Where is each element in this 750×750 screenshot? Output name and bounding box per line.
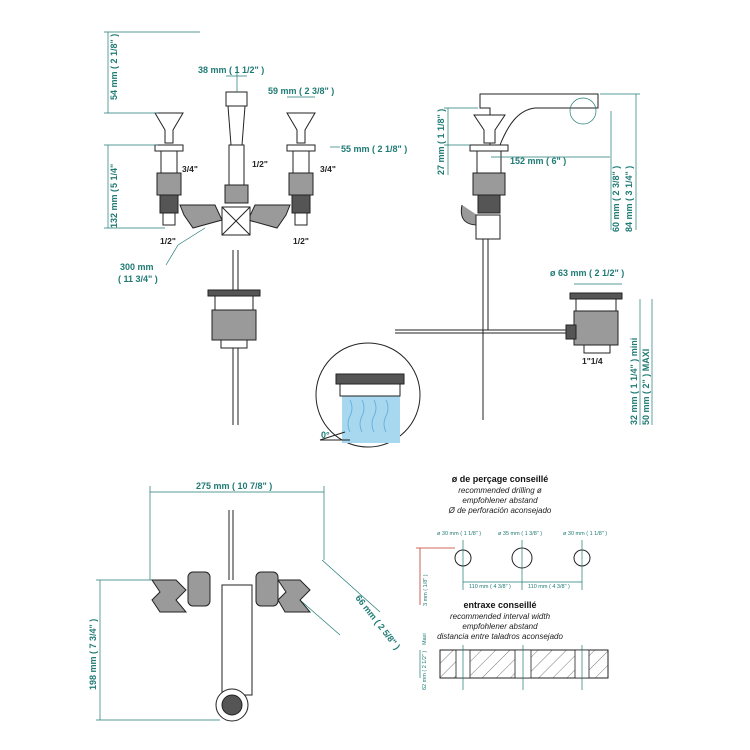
drilling-line-es: Ø de perforación aconsejado xyxy=(448,506,552,515)
interval-recommendation: entraxe conseillé recommended interval w… xyxy=(419,600,609,690)
front-left-valve-body xyxy=(156,172,182,196)
top-overall-depth-label: 198 mm ( 7 3/4" ) xyxy=(88,619,98,690)
front-body-height-b: 132 mm ( xyxy=(109,189,119,228)
top-overall-width-label: 275 mm ( 10 7/8" ) xyxy=(196,481,272,491)
front-right-handle xyxy=(286,112,316,144)
side-handle xyxy=(473,114,506,144)
front-right-thread: 3/4" xyxy=(320,164,336,174)
interval-line-es: distancia entre taladros aconsejado xyxy=(437,632,563,641)
interval-line-en: recommended interval width xyxy=(450,612,551,621)
front-right-valve-body xyxy=(288,172,314,196)
front-center-thread: 1/2" xyxy=(252,159,268,169)
front-hose-length-label: 300 mm xyxy=(120,262,154,272)
top-right-valve xyxy=(255,571,279,607)
front-left-thread: 3/4" xyxy=(182,164,198,174)
hole-right-label: ø 30 mm ( 1 1/8" ) xyxy=(563,531,607,537)
top-spout xyxy=(221,584,253,696)
front-body-height-a: 5 1/4" xyxy=(109,164,119,188)
top-left-cross-handle xyxy=(151,579,188,613)
front-spout-body xyxy=(227,105,246,146)
side-valve-body xyxy=(472,172,506,196)
front-deck-depth-label: 55 mm ( 2 1/8" ) xyxy=(341,144,407,154)
waste-detail-bubble: 0° xyxy=(315,342,421,448)
front-hose-length-in: ( 11 3/4" ) xyxy=(118,274,158,284)
front-right-outlet: 1/2" xyxy=(293,236,309,246)
front-right-hose xyxy=(247,204,291,229)
side-spout-outlet-circle xyxy=(569,97,597,125)
side-waste-max-label: 50 mm ( 2" ) MAXI xyxy=(641,349,651,425)
side-spout-rise-label: 27 mm ( 1 1/8" ) xyxy=(436,109,446,175)
side-view: 27 mm ( 1 1/8" ) 152 mm ( 6" ) 60 mm ( 2… xyxy=(315,93,653,448)
top-view: 275 mm ( 10 7/8" ) 198 mm ( 7 3/4" ) 66 … xyxy=(88,481,402,722)
drilling-line-de: empfohlener abstand xyxy=(462,496,538,505)
interval-thickness-a: 62 mm ( 2 1/2" ) xyxy=(422,651,428,690)
front-view: 54 mm ( 2 1/8" ) 38 mm ( 1 1/2" ) 59 mm … xyxy=(104,31,407,425)
hole-center-label: ø 35 mm ( 1 3/8" ) xyxy=(498,531,542,537)
front-left-hose xyxy=(179,204,223,229)
drilling-thickness-label: 3 mm ( 1/8" ) xyxy=(423,574,429,606)
side-spout-reach-label: 152 mm ( 6" ) xyxy=(510,156,566,166)
detail-angle-label: 0° xyxy=(321,430,330,440)
side-waste-flange xyxy=(569,292,623,300)
drilling-line-en: recommended drilling ø xyxy=(458,486,542,495)
interval-thickness-b: Maxi xyxy=(422,633,428,645)
front-top-height-label: 54 mm ( 2 1/8" ) xyxy=(109,34,119,100)
front-left-outlet: 1/2" xyxy=(160,236,176,246)
front-handle-width-label: 59 mm ( 2 3/8" ) xyxy=(268,86,334,96)
interval-line-de: empfohlener abstand xyxy=(462,622,538,631)
front-waste-body xyxy=(211,309,257,341)
front-waste-flange xyxy=(207,289,261,297)
side-waste-thread-label: 1"1/4 xyxy=(582,356,603,366)
top-diagonal-label: 66 mm ( 2 5/8" ) xyxy=(353,593,402,651)
spacing-right-label: 110 mm ( 4 3/8" ) xyxy=(528,584,570,590)
hole-left-label: ø 30 mm ( 1 1/8" ) xyxy=(437,531,481,537)
drilling-recommendation: ø de perçage conseillé recommended drill… xyxy=(416,474,607,606)
interval-title: entraxe conseillé xyxy=(463,600,536,610)
front-spout-cap xyxy=(225,91,248,107)
side-spout-height-label: 60 mm ( 2 3/8" ) xyxy=(611,166,621,232)
front-center-valve xyxy=(224,184,249,204)
side-waste-min-label: 32 mm ( 1 1/4" ) mini xyxy=(629,338,639,425)
top-left-valve xyxy=(187,571,211,607)
drilling-title: ø de perçage conseillé xyxy=(452,474,549,484)
side-waste-diameter-label: ø 63 mm ( 2 1/2" ) xyxy=(550,268,624,278)
side-waste-body xyxy=(573,310,619,346)
front-spout-width-label: 38 mm ( 1 1/2" ) xyxy=(198,65,264,75)
spacing-left-label: 110 mm ( 4 3/8" ) xyxy=(469,584,511,590)
top-right-cross-handle xyxy=(277,579,312,613)
front-left-handle xyxy=(154,112,184,144)
side-total-height-label: 84 mm ( 3 1/4" ) xyxy=(624,166,634,232)
